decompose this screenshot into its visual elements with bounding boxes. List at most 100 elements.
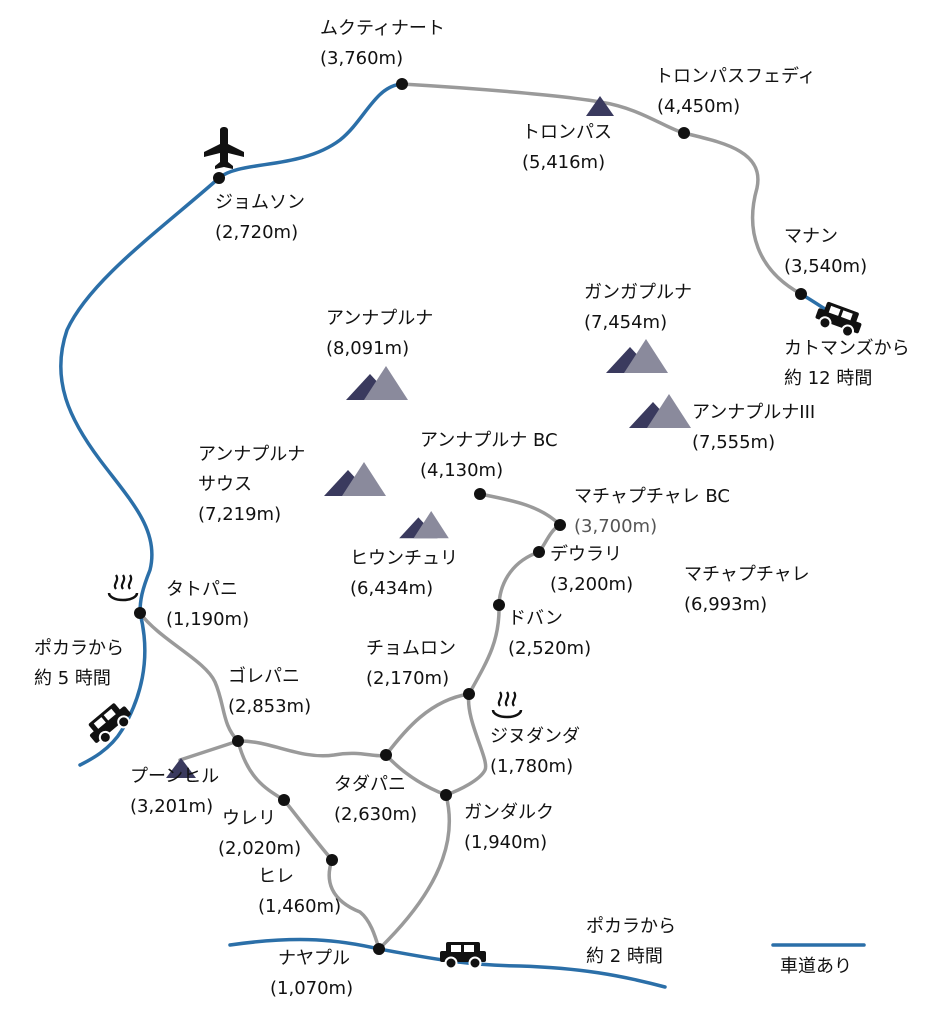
place-elevation: (3,700m) [574,516,658,537]
hot-spring-icon [491,690,523,719]
place-name: トロンパス [522,122,612,143]
place-name: ガンダルク [464,802,554,823]
jeep-icon [439,941,487,970]
node-ghandruk [440,789,452,801]
mountain-elevation: (7,555m) [692,432,776,453]
access-from: ポカラから [34,638,124,659]
place-elevation: (3,540m) [784,256,868,277]
place-name: チョムロン [366,638,456,659]
access-time: 約 12 時間 [784,368,873,389]
mountain-name: ガンガプルナ [584,282,692,303]
place-name: マナン [784,226,838,247]
place-name: トロンパスフェディ [655,66,816,87]
place-elevation: (4,450m) [657,96,741,117]
place-elevation: (3,201m) [130,796,214,817]
label-annapurna: アンナプルナ (8,091m) [326,304,433,364]
node-jomsom [213,172,225,184]
location-markers [134,78,807,955]
place-name: ジヌダンダ [490,726,580,747]
place-name: ムクティナート [320,18,445,39]
place-elevation: (2,720m) [215,222,299,243]
mountain-peak-icon [606,339,668,373]
label-muktinath: ムクティナート (3,760m) [320,14,445,74]
place-name: ナヤプル [278,948,350,969]
place-elevation: (4,130m) [420,460,504,481]
label-annapurna-iii: アンナプルナIII (7,555m) [692,398,815,458]
place-name: タトパニ [166,579,238,600]
node-chhomrong [463,688,475,700]
mountain-peak-icon [629,394,691,428]
label-ghandruk: ガンダルク (1,940m) [464,798,554,858]
place-name: デウラリ [550,544,622,565]
place-name: ジョムソン [215,192,305,213]
label-gangapurna: ガンガプルナ (7,454m) [584,278,692,338]
legend-label: 車道あり [780,952,852,982]
place-elevation: (2,853m) [228,696,312,717]
place-name: ゴレパニ [228,666,300,687]
mountain-elevation: (7,219m) [198,504,282,525]
access-from: カトマンズから [784,338,910,359]
place-elevation: (2,520m) [508,638,592,659]
place-elevation: (2,630m) [334,804,418,825]
mountain-peak-icon [166,758,196,778]
label-abc: アンナプルナ BC (4,130m) [420,426,558,486]
label-tatopani: タトパニ (1,190m) [166,575,249,635]
place-name: ウレリ [222,808,276,829]
mountain-elevation: (6,434m) [350,578,434,599]
label-machapuchare: マチャプチャレ (6,993m) [684,560,810,620]
place-name: マチャプチャレ BC [574,486,730,507]
jeep-icon [82,697,137,750]
place-elevation: (5,416m) [522,152,606,173]
mountain-name: アンナプルナ [326,308,434,329]
label-thorong-pass: トロンパス (5,416m) [522,118,612,178]
node-tadapani [380,749,392,761]
place-elevation: (1,460m) [258,896,342,917]
mountain-name: アンナプルナIII [692,402,816,423]
mountain-peak-icon [586,96,614,116]
place-name: タダパニ [334,774,406,795]
node-mbc [554,519,566,531]
label-access-kathmandu: カトマンズから 約 12 時間 [784,334,910,394]
node-ghorepani [232,735,244,747]
access-time: 約 2 時間 [586,946,663,967]
mountain-peak-icon [346,366,408,400]
node-hile [326,854,338,866]
label-nayapul: ナヤプル (1,070m) [270,944,353,1004]
label-chhomrong: チョムロン (2,170m) [366,634,456,694]
node-ulleri [278,794,290,806]
legend-road-text: 車道あり [780,956,852,977]
mountain-name: ヒウンチュリ [350,548,458,569]
label-poon-hill: プーンヒル (3,201m) [130,762,219,822]
label-jomsom: ジョムソン (2,720m) [215,188,305,248]
mountain-elevation: (6,993m) [684,594,768,615]
place-name: ヒレ [258,866,294,887]
place-elevation: (3,200m) [550,574,634,595]
mountain-name: マチャプチャレ [684,564,810,585]
label-dovan: ドバン (2,520m) [508,604,591,664]
label-hile: ヒレ (1,460m) [258,862,341,922]
place-elevation: (2,020m) [218,838,302,859]
label-hiunchuli: ヒウンチュリ (6,434m) [350,544,458,604]
access-time: 約 5 時間 [34,668,111,689]
label-access-pokhara-2h: ポカラから 約 2 時間 [586,912,676,972]
place-elevation: (2,170m) [366,668,450,689]
access-from: ポカラから [586,916,676,937]
node-manang [795,288,807,300]
node-dovan [493,599,505,611]
label-annapurna-south: アンナプルナ サウス (7,219m) [198,440,305,530]
mountain-name: アンナプルナ [198,444,306,465]
road-lines [59,82,866,989]
place-elevation: (1,940m) [464,832,548,853]
label-ulleri: ウレリ (2,020m) [218,804,301,864]
mountain-elevation: (8,091m) [326,338,410,359]
place-elevation: (1,780m) [490,756,574,777]
label-manang: マナン (3,540m) [784,222,867,282]
mountain-elevation: (7,454m) [584,312,668,333]
mountain-peak-icon [324,462,386,496]
node-abc [474,488,486,500]
place-name: ドバン [508,608,563,629]
label-ghorepani: ゴレパニ (2,853m) [228,662,311,722]
label-mbc: マチャプチャレ BC (3,700m) [574,482,730,542]
